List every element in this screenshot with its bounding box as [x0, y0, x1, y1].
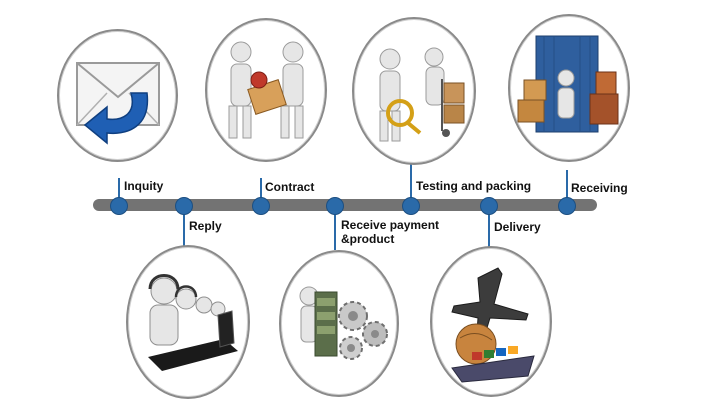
node-receiving	[558, 197, 576, 215]
stem-payment	[334, 208, 336, 250]
node-payment	[326, 197, 344, 215]
inspection-icon	[352, 17, 476, 165]
step-label-payment: Receive payment &product	[341, 218, 440, 246]
stem-reply	[183, 208, 185, 248]
node-testing	[402, 197, 420, 215]
node-inquity	[110, 197, 128, 215]
step-label-delivery: Delivery	[494, 220, 541, 234]
step-label-inquity: Inquity	[124, 179, 164, 193]
stem-delivery	[488, 208, 490, 248]
handshake-icon	[205, 18, 327, 162]
stem-testing	[410, 160, 412, 202]
step-label-contract: Contract	[265, 180, 315, 194]
node-contract	[252, 197, 270, 215]
money-gears-icon	[279, 250, 399, 397]
step-label-testing: Testing and packing	[416, 179, 532, 193]
node-reply	[175, 197, 193, 215]
timeline-bar	[93, 199, 597, 211]
container-icon	[508, 14, 630, 162]
stem-contract	[260, 178, 262, 202]
step-label-reply: Reply	[189, 219, 222, 233]
node-delivery	[480, 197, 498, 215]
plane-ship-icon	[430, 246, 552, 397]
stem-inquity	[118, 178, 120, 202]
envelope-icon	[57, 29, 178, 162]
step-label-receiving: Receiving	[571, 181, 628, 195]
stem-receiving	[566, 170, 568, 202]
call-center-icon	[126, 245, 250, 399]
